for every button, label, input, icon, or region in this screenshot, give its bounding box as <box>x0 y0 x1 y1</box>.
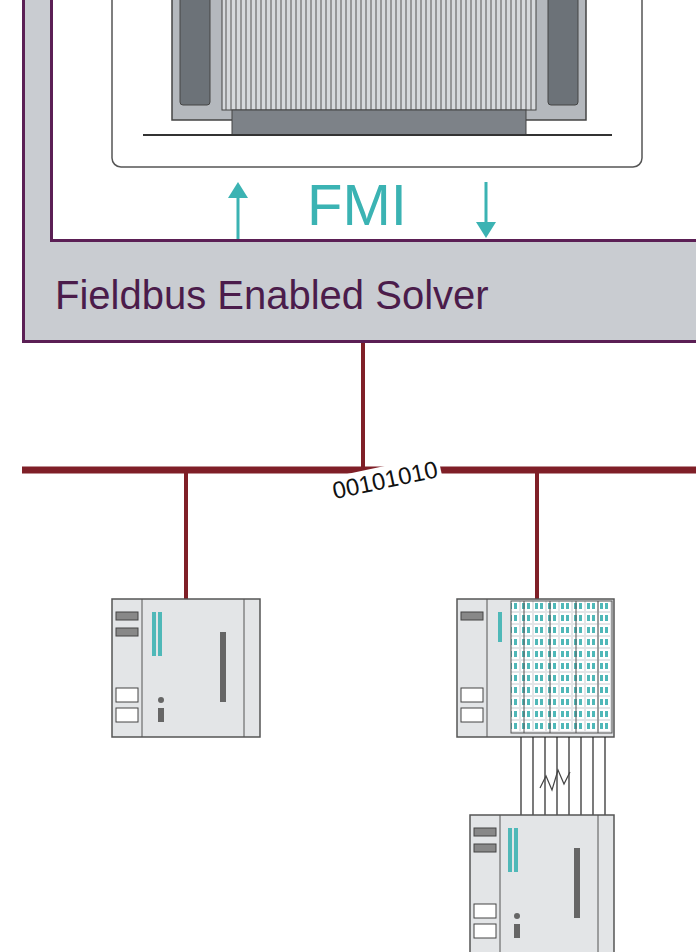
solver-band: Fieldbus Enabled Solver FMI <box>22 0 696 343</box>
signal-wires <box>521 737 605 815</box>
plc-device <box>112 599 260 737</box>
bus-lines <box>22 343 696 599</box>
solver-title: Fieldbus Enabled Solver <box>55 275 489 315</box>
plc-device <box>470 815 614 952</box>
data-bits: 00101010 <box>327 455 443 506</box>
io-device <box>457 599 614 737</box>
fmi-frame: FMI <box>50 0 696 242</box>
fmi-label: FMI <box>257 176 457 234</box>
